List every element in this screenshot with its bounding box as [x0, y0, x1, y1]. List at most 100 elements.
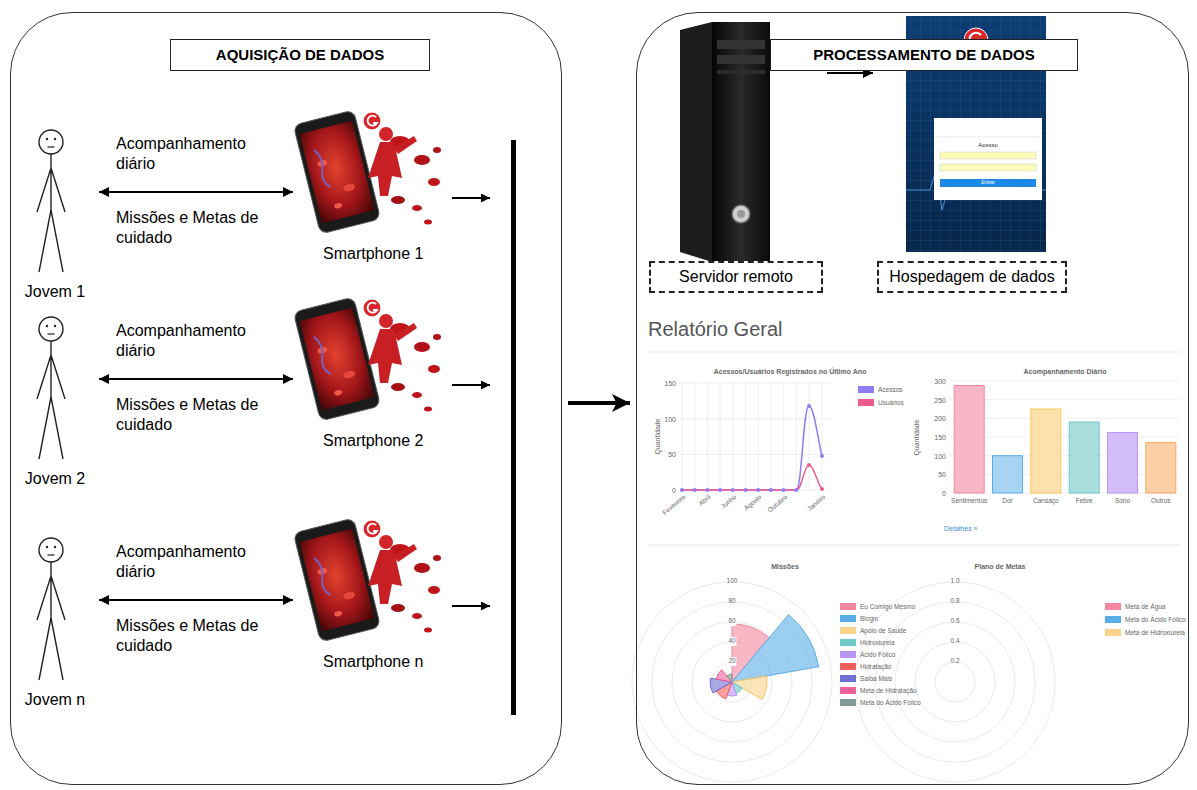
- line-chart: [680, 383, 832, 492]
- legend-text: Hidroxiureia: [860, 638, 895, 647]
- connector-arrow: [99, 599, 293, 601]
- axis-tick: 0.2: [949, 657, 960, 666]
- category-label: Sono: [1103, 497, 1143, 506]
- smartphone-label: Smartphone 1: [323, 244, 424, 263]
- connector-arrow: [99, 191, 293, 193]
- axis-tick: 0: [656, 486, 676, 495]
- person-figure: Jovem n: [15, 534, 95, 709]
- legend-swatch: [858, 386, 874, 393]
- dashed-label-box: Servidor remoto: [649, 261, 823, 293]
- dashed-label-box: Hospedagem de dados: [877, 261, 1067, 293]
- bar-chart: [950, 381, 1180, 493]
- polar-chart-missions: [632, 582, 832, 782]
- legend-swatch: [840, 675, 856, 682]
- smartphone-illustration: [293, 518, 441, 642]
- legend-swatch: [1105, 616, 1121, 623]
- legend-text: Usuários: [878, 398, 904, 407]
- axis-title: Quantidade: [912, 408, 921, 468]
- person-label: Jovem n: [15, 690, 95, 709]
- axis-tick: 80: [727, 597, 736, 606]
- chart-title: Acessos/Usuários Registrados no Último A…: [700, 367, 880, 376]
- edge-note: Missões e Metas de cuidado: [116, 208, 281, 248]
- login-button-text: Entrar: [940, 179, 1036, 186]
- legend-text: Meta de Água: [1125, 602, 1165, 611]
- month-label: Fevereiro: [645, 493, 687, 530]
- report-separators: [648, 352, 1180, 545]
- person-figure: Jovem 1: [15, 126, 95, 301]
- panel-region: PROCESSAMENTO DE DADOS Servidor remoto Hos…: [636, 12, 1189, 785]
- smartphone: Smartphone 2: [297, 296, 457, 452]
- panel-heading: AQUISIÇÃO DE DADOS: [170, 39, 430, 71]
- axis-tick: 20: [727, 657, 736, 666]
- axis-tick: 0.8: [949, 597, 960, 606]
- smartphone: Smartphone 1: [297, 109, 457, 265]
- axis-tick: 250: [924, 396, 946, 405]
- legend-swatch: [840, 627, 856, 634]
- axis-tick: 0.6: [949, 617, 960, 626]
- axis-tick: 150: [924, 433, 946, 442]
- axis-tick: 1.0: [949, 577, 960, 586]
- connector-arrow: [568, 401, 630, 405]
- axis-tick: 0: [924, 489, 946, 498]
- category-label: Outros: [1141, 497, 1181, 506]
- axis-tick: 200: [924, 414, 946, 423]
- legend-text: Blogin: [860, 614, 878, 623]
- panel-region: AQUISIÇÃO DE DADOS Jovem 1 Smartphone 1 Jov…: [10, 12, 562, 785]
- report-title: Relatório Geral: [648, 318, 783, 340]
- legend-swatch: [840, 651, 856, 658]
- legend-swatch: [840, 699, 856, 706]
- legend-text: Hidratação: [860, 662, 891, 671]
- edge-label: Acompanhamento diário: [116, 542, 276, 582]
- server-node: Servidor remoto: [649, 19, 823, 293]
- polar-chart-goals: [855, 582, 1055, 782]
- legend-text: Meta do Ácido Fólico: [860, 698, 921, 707]
- legend-swatch: [840, 639, 856, 646]
- connector-arrow: [827, 72, 873, 74]
- legend-text: Apoio de Saúde: [860, 626, 906, 635]
- panel-heading: PROCESSAMENTO DE DADOS: [770, 39, 1078, 71]
- person-label: Jovem 2: [15, 469, 95, 488]
- smartphone-label: Smartphone n: [323, 652, 424, 671]
- connector-arrow: [99, 378, 293, 380]
- legend-text: Meta de Hidroxiureia: [1125, 628, 1185, 637]
- chart-title: Acompanhamento Diário: [985, 367, 1145, 376]
- edge-note: Missões e Metas de cuidado: [116, 395, 281, 435]
- axis-tick: 60: [727, 617, 736, 626]
- smartphone-illustration: [293, 110, 441, 234]
- category-label: Dor: [988, 497, 1028, 506]
- chart-title: Plano de Metas: [955, 562, 1045, 571]
- details-link: Detalhes »: [944, 524, 977, 533]
- legend-text: Acessos: [878, 385, 903, 394]
- legend-swatch: [840, 663, 856, 670]
- axis-tick: 300: [924, 377, 946, 386]
- edge-label: Acompanhamento diário: [116, 321, 276, 361]
- axis-tick: 100: [924, 452, 946, 461]
- legend-swatch: [840, 615, 856, 622]
- legend-swatch: [1105, 603, 1121, 610]
- month-label: Janeiro: [785, 493, 827, 530]
- legend-text: Meta de Hidratação: [860, 686, 917, 695]
- edge-note: Missões e Metas de cuidado: [116, 616, 281, 656]
- legend-text: Meta do Ácido Fólico: [1125, 615, 1186, 624]
- legend-text: Ácido Fólico: [860, 650, 895, 659]
- legend-text: Eu Comigo Mesmo: [860, 602, 915, 611]
- legend-swatch: [858, 399, 874, 406]
- category-label: Febre: [1064, 497, 1104, 506]
- axis-tick: 0.4: [949, 637, 960, 646]
- edge-label: Acompanhamento diário: [116, 134, 276, 174]
- person-label: Jovem 1: [15, 282, 95, 301]
- person-figure: Jovem 2: [15, 313, 95, 488]
- phone-to-bar-arrows: [452, 198, 490, 606]
- stick-figure: [37, 538, 65, 680]
- chart-title: Missões: [755, 562, 815, 571]
- hosting-node: Hospedagem de dados: [877, 15, 1067, 293]
- legend-text: Saiba Mais: [860, 674, 892, 683]
- smartphone: Smartphone n: [297, 517, 457, 673]
- category-label: Sentimentos: [949, 497, 989, 506]
- stick-figure: [37, 130, 65, 272]
- smartphone-illustration: [293, 297, 441, 421]
- category-label: Cansaço: [1026, 497, 1066, 506]
- legend-swatch: [840, 603, 856, 610]
